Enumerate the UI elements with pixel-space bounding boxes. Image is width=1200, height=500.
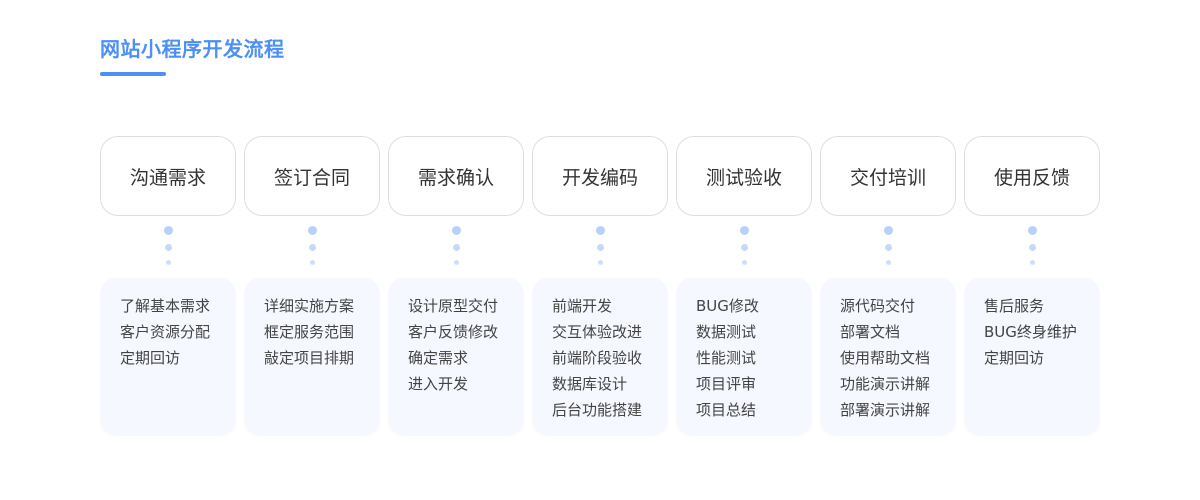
connector-dot: [884, 244, 892, 251]
connector-dots: [388, 226, 524, 266]
connector-dots: [244, 226, 380, 266]
connector-dot: [597, 260, 603, 265]
step-title: 需求确认: [388, 136, 524, 216]
connector-dots: [532, 226, 668, 266]
step-details: 源代码交付 部署文档 使用帮助文档 功能演示讲解 部署演示讲解: [820, 278, 956, 436]
step-details: 设计原型交付 客户反馈修改 确定需求 进入开发: [388, 278, 524, 436]
detail-item: 定期回访: [120, 349, 181, 367]
connector-dot: [1029, 260, 1035, 265]
connector-dot: [883, 226, 893, 235]
detail-item: 功能演示讲解: [840, 375, 931, 393]
detail-item: 设计原型交付: [408, 297, 499, 315]
connector-dot: [308, 244, 316, 251]
step-title: 沟通需求: [100, 136, 236, 216]
detail-item: 定期回访: [984, 349, 1045, 367]
detail-item: 部署文档: [840, 323, 901, 341]
detail-item: 客户资源分配: [120, 323, 211, 341]
connector-dot: [164, 244, 172, 251]
connector-dot: [885, 260, 891, 265]
step-details: 详细实施方案 框定服务范围 敲定项目排期: [244, 278, 380, 436]
detail-item: 数据测试: [696, 323, 757, 341]
detail-item: 后台功能搭建: [552, 401, 643, 419]
detail-item: 部署演示讲解: [840, 401, 931, 419]
step-testing: 测试验收 BUG修改 数据测试 性能测试 项目评审 项目总结: [676, 136, 812, 436]
detail-item: 使用帮助文档: [840, 349, 931, 367]
detail-item: 项目总结: [696, 401, 757, 419]
step-contract: 签订合同 详细实施方案 框定服务范围 敲定项目排期: [244, 136, 380, 436]
step-requirement-confirm: 需求确认 设计原型交付 客户反馈修改 确定需求 进入开发: [388, 136, 524, 436]
detail-item: 前端阶段验收: [552, 349, 643, 367]
detail-item: 数据库设计: [552, 375, 628, 393]
detail-item: 确定需求: [408, 349, 469, 367]
connector-dot: [739, 226, 749, 235]
connector-dots: [100, 226, 236, 266]
detail-item: 性能测试: [696, 349, 757, 367]
connector-dot: [740, 244, 748, 251]
step-title: 测试验收: [676, 136, 812, 216]
connector-dots: [964, 226, 1100, 266]
detail-item: 项目评审: [696, 375, 757, 393]
detail-item: 详细实施方案: [264, 297, 355, 315]
step-details: 售后服务 BUG终身维护 定期回访: [964, 278, 1100, 436]
process-flow: 沟通需求 了解基本需求 客户资源分配 定期回访 签订合同 详细实施方案 框定服务…: [100, 136, 1100, 436]
connector-dot: [1028, 244, 1036, 251]
step-title: 开发编码: [532, 136, 668, 216]
connector-dot: [309, 260, 315, 265]
detail-item: 前端开发: [552, 297, 613, 315]
step-development: 开发编码 前端开发 交互体验改进 前端阶段验收 数据库设计 后台功能搭建: [532, 136, 668, 436]
detail-item: 框定服务范围: [264, 323, 355, 341]
step-title: 签订合同: [244, 136, 380, 216]
connector-dot: [596, 244, 604, 251]
step-delivery: 交付培训 源代码交付 部署文档 使用帮助文档 功能演示讲解 部署演示讲解: [820, 136, 956, 436]
connector-dot: [452, 244, 460, 251]
detail-item: 敲定项目排期: [264, 349, 355, 367]
connector-dot: [1027, 226, 1037, 235]
connector-dots: [820, 226, 956, 266]
step-title: 使用反馈: [964, 136, 1100, 216]
connector-dot: [165, 260, 171, 265]
connector-dot: [453, 260, 459, 265]
detail-item: BUG修改: [696, 297, 759, 315]
detail-item: 交互体验改进: [552, 323, 643, 341]
detail-item: 源代码交付: [840, 297, 916, 315]
connector-dot: [451, 226, 461, 235]
page-title: 网站小程序开发流程: [100, 37, 285, 61]
connector-dots: [676, 226, 812, 266]
step-details: BUG修改 数据测试 性能测试 项目评审 项目总结: [676, 278, 812, 436]
connector-dot: [741, 260, 747, 265]
detail-item: 了解基本需求: [120, 297, 211, 315]
connector-dot: [307, 226, 317, 235]
step-details: 前端开发 交互体验改进 前端阶段验收 数据库设计 后台功能搭建: [532, 278, 668, 436]
connector-dot: [163, 226, 173, 235]
detail-item: 进入开发: [408, 375, 469, 393]
detail-item: BUG终身维护: [984, 323, 1077, 341]
step-details: 了解基本需求 客户资源分配 定期回访: [100, 278, 236, 436]
detail-item: 售后服务: [984, 297, 1045, 315]
title-underline: [100, 72, 166, 76]
step-communicate: 沟通需求 了解基本需求 客户资源分配 定期回访: [100, 136, 236, 436]
connector-dot: [595, 226, 605, 235]
step-title: 交付培训: [820, 136, 956, 216]
detail-item: 客户反馈修改: [408, 323, 499, 341]
step-feedback: 使用反馈 售后服务 BUG终身维护 定期回访: [964, 136, 1100, 436]
